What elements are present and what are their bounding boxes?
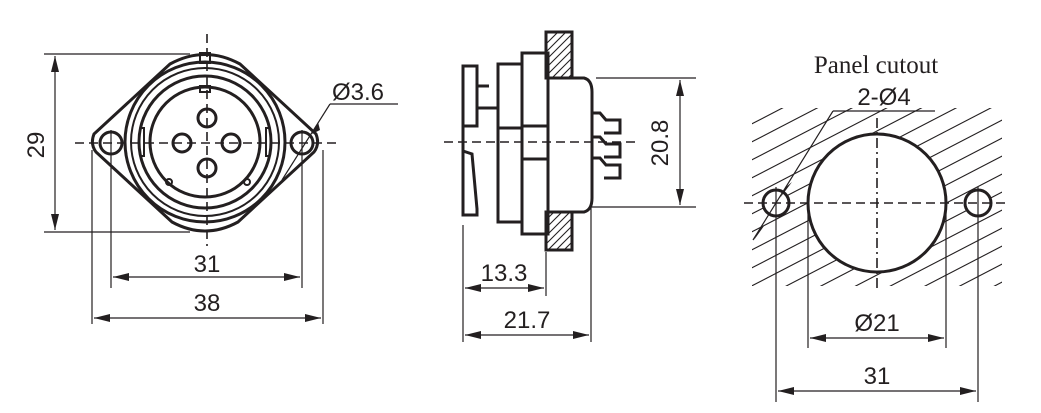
bump-right bbox=[243, 178, 251, 186]
dim-rear-diameter: 20.8 bbox=[647, 120, 674, 167]
side-latch-left bbox=[140, 127, 145, 157]
key-notch-inner bbox=[199, 85, 211, 93]
solder-tail-3 bbox=[592, 156, 622, 180]
side-latch-right bbox=[265, 127, 270, 157]
rear-body bbox=[548, 76, 594, 214]
front-cap bbox=[461, 64, 479, 128]
panel-cutout-view: Panel cutout bbox=[744, 52, 1010, 402]
dim-cutout-hole-spacing: 31 bbox=[864, 363, 891, 390]
dim-mounting-holes: 2-Ø4 bbox=[857, 84, 910, 111]
outer-ring-inner bbox=[130, 67, 280, 217]
dim-main-hole: Ø21 bbox=[854, 310, 899, 337]
panel-cutout-title: Panel cutout bbox=[814, 52, 938, 79]
bump-left bbox=[165, 178, 173, 186]
flange bbox=[520, 51, 550, 236]
key-notch-top bbox=[199, 52, 211, 64]
dim-hole-spacing: 31 bbox=[194, 251, 221, 278]
coupling-body bbox=[496, 62, 524, 224]
dim-overall-width: 38 bbox=[194, 290, 221, 317]
dim-mounting-hole: Ø3.6 bbox=[332, 79, 384, 106]
flange-outline bbox=[90, 53, 320, 233]
dim-overall-length: 21.7 bbox=[504, 307, 551, 334]
dim-height: 29 bbox=[23, 132, 50, 159]
side-view: 20.8 13.3 21.7 bbox=[444, 30, 696, 342]
panel-hatch bbox=[752, 108, 1002, 286]
solder-tail-2 bbox=[592, 135, 622, 159]
solder-tail-1 bbox=[592, 111, 622, 135]
insert-ring bbox=[137, 74, 273, 210]
dim-front-to-panel: 13.3 bbox=[481, 260, 528, 287]
front-view: 29 Ø3.6 31 38 bbox=[23, 34, 398, 324]
